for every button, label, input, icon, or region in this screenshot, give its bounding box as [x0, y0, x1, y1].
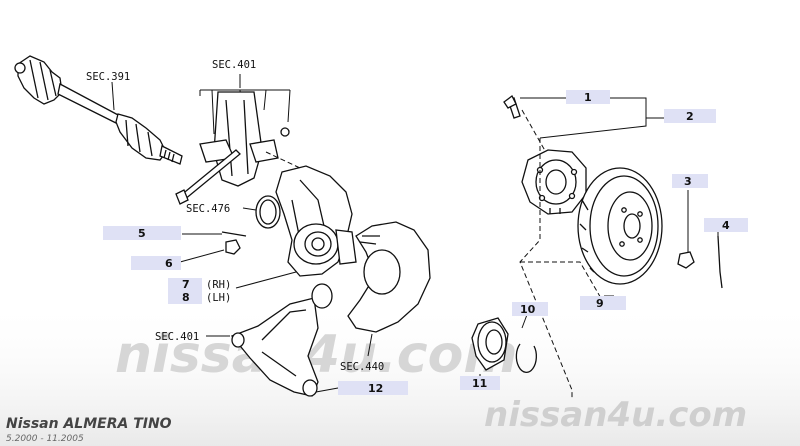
label-sec-401-top: SEC.401 [212, 59, 256, 71]
svg-text:8: 8 [182, 291, 190, 304]
wheel-hub [521, 149, 587, 215]
svg-text:4: 4 [722, 219, 730, 232]
svg-text:10: 10 [520, 303, 536, 316]
footer-site[interactable]: nissan4u.com [484, 395, 747, 435]
callout-7-side: (RH) [206, 279, 231, 291]
svg-text:11: 11 [472, 377, 487, 390]
callout-11[interactable]: 11 [460, 376, 500, 390]
svg-text:9: 9 [596, 297, 604, 310]
svg-text:7: 7 [182, 278, 190, 291]
footer-dates: 5.2000 - 11.2005 [6, 434, 84, 444]
svg-text:1: 1 [584, 91, 592, 104]
svg-text:2: 2 [686, 110, 694, 123]
callout-10[interactable]: 10 [512, 302, 548, 316]
lower-arm [230, 283, 333, 397]
callout-5[interactable]: 5 [103, 226, 181, 240]
svg-text:6: 6 [165, 257, 173, 270]
callout-4[interactable]: 4 [704, 218, 748, 232]
castle-nut [225, 239, 241, 255]
label-sec-391: SEC.391 [86, 71, 130, 83]
callout-3[interactable]: 3 [672, 174, 708, 188]
pin [717, 235, 723, 289]
label-sec-476: SEC.476 [186, 203, 230, 215]
steering-knuckle [275, 165, 357, 277]
callout-12[interactable]: 12 [338, 381, 408, 395]
brake-disc [577, 167, 663, 285]
cotter-pin [221, 231, 247, 237]
label-sec-401-bottom: SEC.401 [155, 331, 199, 343]
callout-9[interactable]: 9 [580, 296, 626, 310]
background-watermark: nissan4u.com [115, 325, 518, 385]
callout-7[interactable]: 7 [168, 278, 202, 291]
callout-2[interactable]: 2 [664, 109, 716, 123]
callout-6[interactable]: 6 [131, 256, 181, 270]
label-sec-440: SEC.440 [340, 361, 384, 373]
callout-8-side: (LH) [206, 292, 231, 304]
wheel-nut [677, 251, 695, 269]
footer-model: Nissan ALMERA TINO [6, 416, 172, 432]
callout-1[interactable]: 1 [566, 90, 610, 104]
dust-shield [347, 221, 431, 333]
snap-ring-476 [255, 195, 281, 229]
footer-gradient [0, 300, 800, 446]
circlip [515, 343, 537, 373]
svg-text:3: 3 [684, 175, 692, 188]
wheel-bearing [471, 317, 509, 371]
callout-8[interactable]: 8 [168, 291, 202, 304]
svg-text:12: 12 [368, 382, 383, 395]
drive-shaft [14, 55, 183, 165]
svg-text:5: 5 [138, 227, 146, 240]
